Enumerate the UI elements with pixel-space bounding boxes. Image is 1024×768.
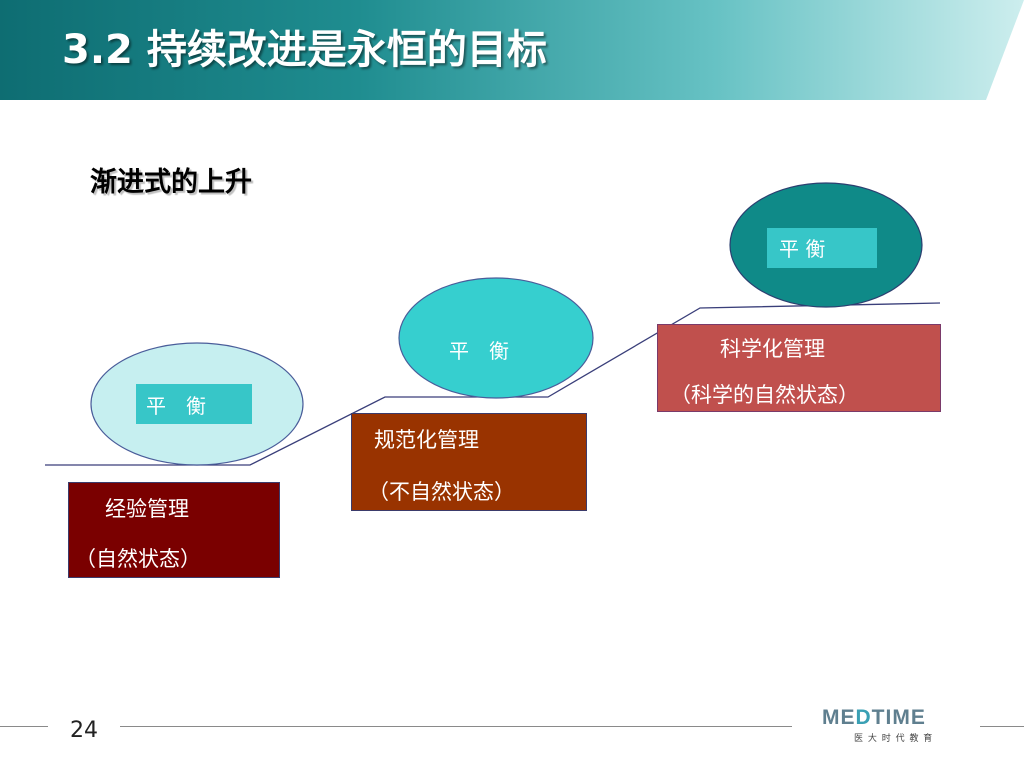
stage-box-title: 规范化管理 [374, 428, 479, 452]
stair-line [45, 302, 941, 466]
footer-rule-left [0, 726, 48, 727]
footer-rule-center [120, 726, 792, 727]
logo-tagline: 医 大 时 代 教 育 [854, 734, 934, 744]
header-banner: 3.2 持续改进是永恒的目标 [0, 0, 1024, 100]
title-text: 持续改进是永恒的目标 [146, 27, 547, 73]
balance-label-bg-1 [136, 384, 252, 424]
balance-ellipse-2 [398, 277, 594, 399]
stage-box-standardized: 规范化管理 （不自然状态） [351, 413, 587, 511]
balance-label-3: 平 衡 [779, 237, 826, 261]
logo-wordmark: MEDTIME [822, 706, 926, 730]
slide-title: 3.2 持续改进是永恒的目标 [62, 22, 547, 78]
header-background [0, 0, 1024, 100]
stage-box-title: 经验管理 [105, 497, 189, 521]
stage-box-subtitle: （不自然状态） [368, 480, 515, 504]
medtime-logo: MEDTIME 医 大 时 代 教 育 [822, 706, 952, 746]
slide-subtitle: 渐进式的上升 [90, 167, 252, 198]
section-number: 3.2 [62, 27, 133, 73]
page-number: 24 [70, 718, 98, 743]
stage-box-subtitle: （科学的自然状态） [670, 383, 859, 407]
logo-part-a: ME [822, 706, 856, 729]
balance-label-1: 平 衡 [146, 394, 206, 418]
logo-part-accent: D [855, 706, 872, 729]
stage-box-subtitle: （自然状态） [75, 547, 201, 571]
balance-label-2: 平 衡 [449, 339, 509, 363]
header-band [0, 0, 1024, 100]
logo-part-b: TIME [871, 706, 926, 729]
stage-box-scientific: 科学化管理 （科学的自然状态） [657, 324, 941, 412]
stage-box-title: 科学化管理 [720, 337, 825, 361]
footer-rule-right [980, 726, 1024, 727]
stage-box-experience: 经验管理 （自然状态） [68, 482, 280, 578]
balance-label-bg-3 [767, 228, 877, 268]
